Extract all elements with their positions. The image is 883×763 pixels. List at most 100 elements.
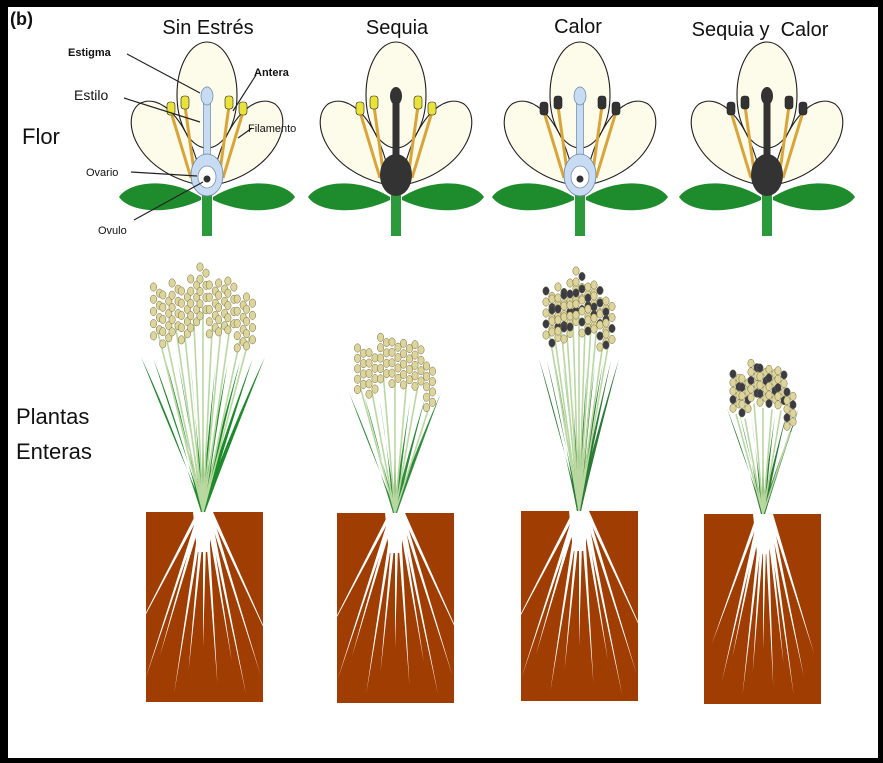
grain [579, 272, 585, 280]
grain [234, 307, 240, 315]
grain [603, 330, 609, 338]
grain [354, 344, 360, 352]
grain [206, 330, 212, 338]
stem [763, 411, 781, 514]
grain [423, 372, 429, 380]
grain [169, 279, 175, 287]
grain [603, 308, 609, 316]
grain [784, 388, 790, 396]
right-leaf [773, 183, 855, 210]
grain [389, 359, 395, 367]
plant-drought-heat [704, 359, 821, 704]
grain [567, 323, 573, 331]
grain [573, 289, 579, 297]
grain [585, 316, 591, 324]
grain [249, 311, 255, 319]
column-title-heat: Calor [554, 16, 602, 38]
plant-heat [507, 267, 651, 701]
grain [231, 283, 237, 291]
ovule [577, 176, 584, 183]
grain [730, 404, 736, 412]
anther [225, 96, 233, 109]
grain [555, 316, 561, 324]
grain [400, 370, 406, 378]
grain [781, 379, 787, 387]
grain [609, 302, 615, 310]
grain [418, 356, 424, 364]
stigma [574, 87, 586, 105]
grain [781, 371, 787, 379]
grain [429, 388, 435, 396]
grain [234, 344, 240, 352]
grain [169, 315, 175, 323]
panel-label: (b) [10, 9, 33, 29]
grain [579, 307, 585, 315]
filament-label: Filamento [248, 123, 296, 135]
grain [188, 287, 194, 295]
grain [215, 328, 221, 336]
grain [766, 382, 772, 390]
grain [366, 390, 372, 398]
grain [197, 312, 203, 320]
anther [727, 102, 735, 115]
grain [790, 409, 796, 417]
grain [366, 359, 372, 367]
grain [561, 324, 567, 332]
grain [585, 283, 591, 291]
grain [412, 361, 418, 369]
grain [543, 320, 549, 328]
grain [178, 336, 184, 344]
row-label-plant-line1: Plantas [16, 404, 89, 429]
grain [150, 295, 156, 303]
grain [748, 359, 754, 367]
grain [354, 365, 360, 373]
grain [591, 325, 597, 333]
anther [741, 96, 749, 109]
grain [591, 314, 597, 322]
grain [555, 283, 561, 291]
grain [609, 313, 615, 321]
grain [603, 319, 609, 327]
anther [612, 102, 620, 115]
grain [784, 396, 790, 404]
stem [184, 331, 203, 512]
grain [150, 319, 156, 327]
plant-drought [323, 333, 467, 703]
grain [573, 311, 579, 319]
grain [429, 398, 435, 406]
grain [555, 294, 561, 302]
grain [423, 383, 429, 391]
grain [561, 302, 567, 310]
grain [197, 287, 203, 295]
grain [429, 367, 435, 375]
grain [585, 305, 591, 313]
grain [579, 329, 585, 337]
anther [540, 102, 548, 115]
grain [775, 401, 781, 409]
grain [549, 317, 555, 325]
grain [412, 372, 418, 380]
grain [418, 346, 424, 354]
grain [730, 378, 736, 386]
grain [234, 295, 240, 303]
grain [366, 380, 372, 388]
grain [203, 269, 209, 277]
grain [215, 303, 221, 311]
stigma-label: Estigma [68, 47, 112, 59]
grain [561, 335, 567, 343]
grain [249, 299, 255, 307]
grain [567, 279, 573, 287]
anther [356, 102, 364, 115]
grain [766, 391, 772, 399]
grain [377, 364, 383, 372]
flower-stem [575, 190, 585, 236]
grain [423, 362, 429, 370]
ovary [751, 154, 783, 196]
grain [243, 305, 249, 313]
grain [249, 336, 255, 344]
grain [567, 290, 573, 298]
grain [573, 267, 579, 275]
anther [414, 96, 422, 109]
grain [603, 341, 609, 349]
grain [423, 403, 429, 411]
